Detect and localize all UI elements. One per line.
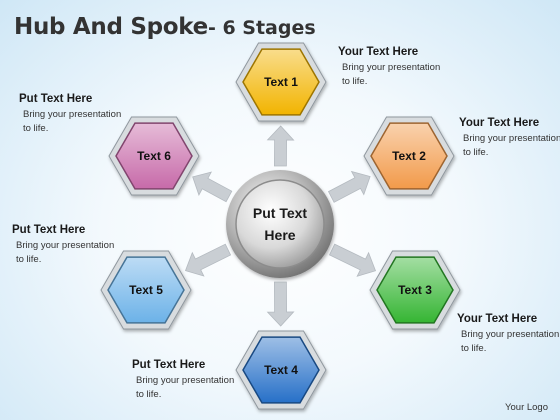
note-6: Put Text Here Bring your presentation to… — [132, 359, 262, 402]
stage-hexagon — [107, 256, 185, 324]
stage-1: Text 1 — [235, 42, 327, 122]
spoke-arrow-2 — [327, 170, 371, 203]
note-heading: Your Text Here — [459, 117, 540, 129]
hub-label-line2: Here — [264, 227, 295, 243]
spoke-arrow-6 — [192, 171, 233, 203]
note-1: Your Text Here Bring your presentation t… — [338, 46, 468, 89]
note-body: Bring your presentation to life. — [136, 375, 235, 400]
spoke-arrow-1 — [266, 125, 295, 167]
note-heading: Your Text Here — [338, 46, 419, 58]
note-body: Bring your presentation to life. — [16, 240, 115, 265]
note-3: Your Text Here Bring your presentation t… — [459, 117, 560, 160]
stage-label: Text 6 — [137, 149, 171, 163]
logo-placeholder: Your Logo — [505, 402, 548, 413]
stage-hexagon — [370, 122, 448, 190]
stage-label: Text 2 — [392, 149, 426, 163]
spoke-arrow-3 — [328, 243, 377, 277]
note-heading: Put Text Here — [12, 224, 86, 236]
note-body: Bring your presentation to life. — [461, 329, 560, 354]
note-4: Put Text Here Bring your presentation to… — [12, 224, 142, 267]
spoke-arrow-4 — [266, 281, 295, 327]
note-heading: Your Text Here — [457, 313, 538, 325]
stage-2: Text 2 — [363, 116, 455, 196]
title-main: Hub And Spoke — [14, 14, 208, 40]
note-body: Bring your presentation to life. — [463, 133, 560, 158]
stage-label: Text 5 — [129, 283, 163, 297]
spoke-arrow-5 — [184, 243, 232, 277]
hub-label-line1: Put Text — [253, 205, 308, 221]
note-body: Bring your presentation to life. — [23, 109, 122, 134]
hub: Put Text Here — [226, 170, 334, 278]
stage-hexagon — [242, 48, 320, 116]
stage-hexagon — [115, 122, 193, 190]
note-2: Put Text Here Bring your presentation to… — [19, 93, 149, 136]
stage-5: Text 5 — [100, 250, 192, 330]
note-5: Your Text Here Bring your presentation t… — [457, 313, 560, 356]
stage-hexagon — [376, 256, 454, 324]
title-sub: - 6 Stages — [207, 17, 316, 39]
note-heading: Put Text Here — [19, 93, 93, 105]
hub-core — [235, 179, 325, 269]
stage-3: Text 3 — [369, 250, 461, 330]
slide-title: Hub And Spoke- 6 Stages — [14, 4, 316, 42]
note-heading: Put Text Here — [132, 359, 206, 371]
stage-label: Text 3 — [398, 283, 432, 297]
stage-6: Text 6 — [108, 116, 200, 196]
stage-label: Text 4 — [264, 363, 298, 377]
stage-hexagon — [242, 336, 320, 404]
stage-label: Text 1 — [264, 75, 298, 89]
stage-4: Text 4 — [235, 330, 327, 410]
note-body: Bring your presentation to life. — [342, 62, 441, 87]
